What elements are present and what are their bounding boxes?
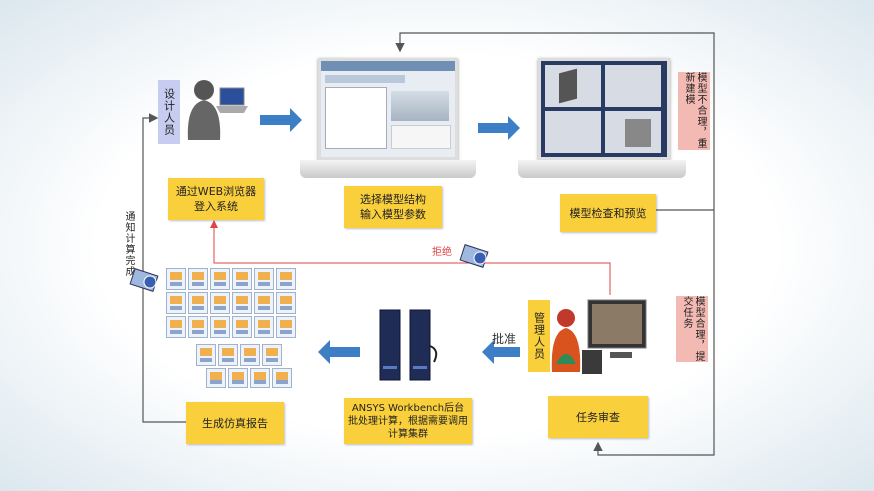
arrow-review-to-ansys	[482, 340, 520, 364]
rebuild-loop-line	[395, 32, 715, 210]
notify-message-icon	[129, 268, 159, 292]
unreasonable-model-label: 模型不合理，重新建模	[678, 72, 710, 150]
designer-laptop-icon	[216, 87, 248, 113]
reasonable-model-label: 模型合理，提交任务	[676, 296, 708, 362]
submit-line	[593, 210, 715, 456]
model-preview-screen	[538, 58, 670, 160]
manager-label: 管理人员	[528, 300, 550, 372]
reject-label: 拒绝	[432, 247, 452, 258]
arrow-ansys-to-report	[318, 340, 360, 364]
reject-line	[210, 220, 611, 295]
arrow-select-to-check	[478, 116, 520, 140]
report-thumbnails	[166, 268, 298, 388]
arrow-designer-to-select	[260, 108, 302, 132]
login-box: 通过WEB浏览器登入系统	[168, 178, 264, 220]
model-selection-screen	[318, 58, 458, 160]
manager-person-icon	[551, 309, 581, 372]
check-preview-box: 模型检查和预览	[560, 194, 656, 232]
notify-loop-line	[142, 113, 186, 423]
report-box: 生成仿真报告	[186, 402, 284, 444]
ansys-box: ANSYS Workbench后台批处理计算，根据需要调用计算集群	[344, 398, 472, 444]
compute-cluster-icon	[379, 309, 438, 381]
designer-label: 设计人员	[158, 80, 180, 144]
model-selection-laptop-base	[300, 160, 476, 178]
notify-complete-label: 通知计算完成	[123, 211, 134, 277]
manager-monitor-icon	[582, 299, 647, 374]
reject-message-icon	[459, 244, 489, 268]
approve-label: 批准	[492, 332, 517, 346]
designer-person-icon	[187, 80, 221, 140]
model-preview-laptop-base	[518, 160, 686, 178]
review-box: 任务审查	[548, 396, 648, 438]
select-model-box: 选择模型结构 输入模型参数	[344, 186, 442, 228]
